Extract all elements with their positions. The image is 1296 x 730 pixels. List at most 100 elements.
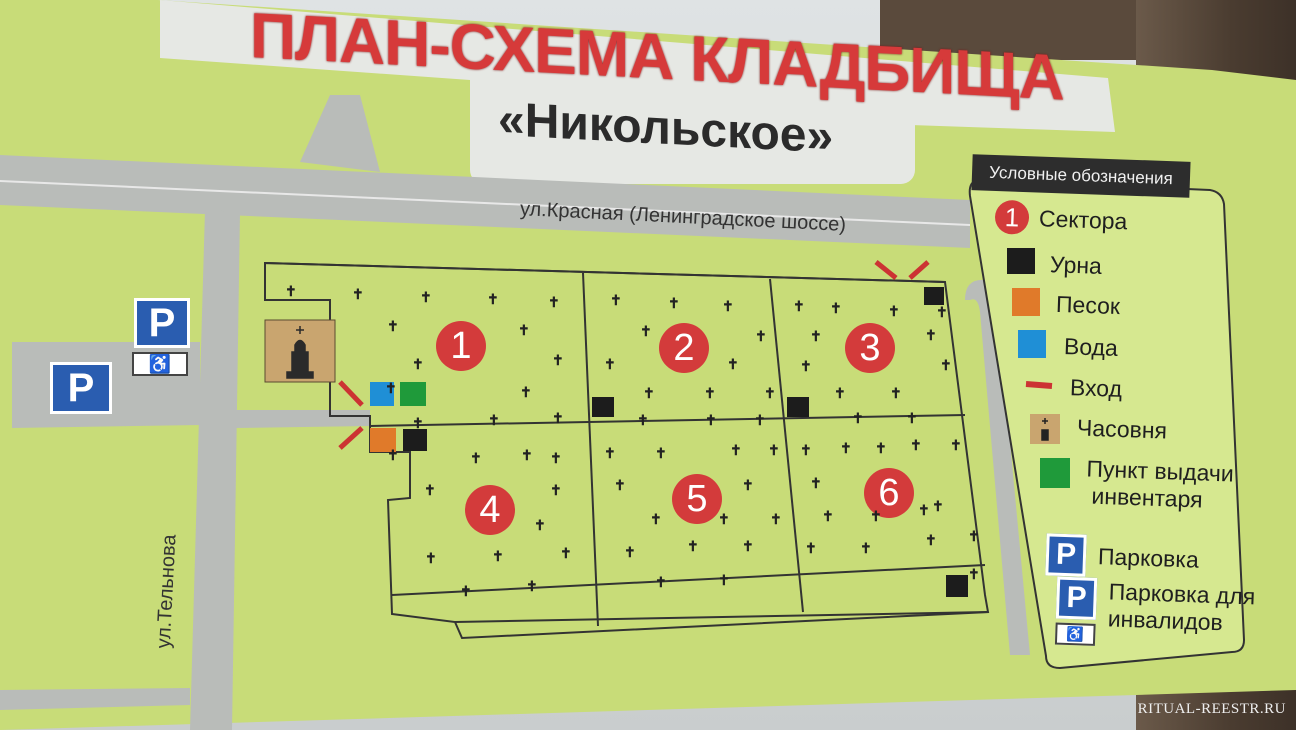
- grave-cross-icon: ✝: [492, 548, 504, 564]
- grave-cross-icon: ✝: [526, 578, 538, 594]
- urn-sector-1: [403, 429, 427, 451]
- watermark: RITUAL-REESTR.RU: [1137, 701, 1286, 717]
- grave-cross-icon: ✝: [534, 517, 546, 533]
- legend-label-parking: Парковка: [1097, 542, 1200, 573]
- grave-cross-icon: ✝: [810, 328, 822, 344]
- grave-cross-icon: ✝: [940, 357, 952, 373]
- grave-cross-icon: ✝: [668, 295, 680, 311]
- grave-cross-icon: ✝: [705, 412, 717, 428]
- grave-cross-icon: ✝: [968, 528, 980, 544]
- road-east: [965, 279, 1030, 655]
- legend-parking-disabled-text: Парковка для инвалидов: [1107, 578, 1255, 637]
- grave-cross-icon: ✝: [936, 304, 948, 320]
- grave-cross-icon: ✝: [655, 445, 667, 461]
- grave-cross-icon: ✝: [487, 291, 499, 307]
- grave-cross-icon: ✝: [518, 322, 530, 338]
- grave-cross-icon: ✝: [425, 550, 437, 566]
- urn-sector-2: [592, 397, 614, 417]
- tree-top: [880, 0, 1160, 60]
- parking-sign-lot: P: [50, 362, 112, 414]
- grave-cross-icon: ✝: [637, 412, 649, 428]
- entrance-west-2: [338, 426, 364, 450]
- grave-cross-icon: ✝: [968, 566, 980, 582]
- legend-sand: Песок: [1056, 291, 1121, 320]
- legend-parking-disabled-icon: P: [1055, 576, 1098, 620]
- road-krasnaya-line: [0, 180, 970, 226]
- sector-5-badge: 5: [672, 474, 722, 524]
- accessible-sign-top: ♿: [132, 352, 188, 376]
- subtitle-panel: [470, 88, 915, 184]
- road-north: [300, 95, 380, 172]
- legend-icon-entrance: [1025, 381, 1053, 389]
- grave-cross-icon: ✝: [655, 574, 667, 590]
- grave-cross-icon: ✝: [552, 410, 564, 426]
- sand-point: [370, 428, 396, 452]
- entrance-east-1: [874, 260, 898, 280]
- legend-chapel: Часовня: [1077, 414, 1168, 444]
- parking-sign-top: P: [134, 298, 190, 348]
- grave-cross-icon: ✝: [488, 412, 500, 428]
- grave-cross-icon: ✝: [764, 385, 776, 401]
- grave-cross-icon: ✝: [730, 442, 742, 458]
- legend-label-entrance: Вход: [1069, 374, 1123, 402]
- grave-cross-icon: ✝: [860, 540, 872, 556]
- grave-cross-icon: ✝: [918, 502, 930, 518]
- grave-cross-icon: ✝: [888, 303, 900, 319]
- grave-cross-icon: ✝: [870, 508, 882, 524]
- grave-cross-icon: ✝: [925, 327, 937, 343]
- grave-cross-icon: ✝: [552, 352, 564, 368]
- grave-cross-icon: ✝: [822, 508, 834, 524]
- sector-3-badge: 3: [845, 323, 895, 373]
- legend-label-sector: Сектора: [1038, 204, 1128, 234]
- grave-cross-icon: ✝: [932, 498, 944, 514]
- grave-cross-icon: ✝: [385, 380, 397, 396]
- grave-cross-icon: ✝: [610, 292, 622, 308]
- legend-parking-icon: P: [1045, 533, 1087, 577]
- grave-cross-icon: ✝: [925, 532, 937, 548]
- road-west: [0, 688, 190, 710]
- legend-urn: Урна: [1050, 251, 1103, 280]
- grave-cross-icon: ✝: [521, 447, 533, 463]
- grave-cross-icon: ✝: [852, 410, 864, 426]
- grave-cross-icon: ✝: [727, 356, 739, 372]
- legend-inventory: Пункт выдачи инвентаря: [1085, 455, 1234, 514]
- grave-cross-icon: ✝: [614, 477, 626, 493]
- grave-cross-icon: ✝: [800, 358, 812, 374]
- sector-4-badge: 4: [465, 485, 515, 535]
- grave-cross-icon: ✝: [906, 410, 918, 426]
- legend-icon-sand: [1012, 288, 1040, 316]
- grave-cross-icon: ✝: [387, 318, 399, 334]
- grave-cross-icon: ✝: [770, 511, 782, 527]
- grave-cross-icon: ✝: [687, 538, 699, 554]
- legend-icon-urn: [1007, 248, 1035, 274]
- grave-cross-icon: ✝: [460, 583, 472, 599]
- grave-cross-icon: ✝: [840, 440, 852, 456]
- sector-6-badge: 6: [864, 468, 914, 518]
- legend-parking-disabled-icon-group: P ♿: [1054, 576, 1098, 648]
- grave-cross-icon: ✝: [285, 283, 297, 299]
- grave-cross-icon: ✝: [424, 482, 436, 498]
- grave-cross-icon: ✝: [830, 300, 842, 316]
- grave-cross-icon: ✝: [834, 385, 846, 401]
- urn-sector-3: [787, 397, 809, 417]
- grave-cross-icon: ✝: [548, 294, 560, 310]
- grave-cross-icon: ✝: [704, 385, 716, 401]
- legend-label-water: Вода: [1063, 333, 1119, 361]
- legend-water: Вода: [1064, 333, 1119, 362]
- grave-cross-icon: ✝: [810, 475, 822, 491]
- grave-cross-icon: ✝: [412, 415, 424, 431]
- entrance-west-1: [338, 380, 364, 407]
- grave-cross-icon: ✝: [755, 328, 767, 344]
- grave-cross-icon: ✝: [412, 356, 424, 372]
- grave-cross-icon: ✝: [768, 442, 780, 458]
- road-inner: [235, 410, 370, 428]
- grave-cross-icon: ✝: [950, 437, 962, 453]
- legend-label-urn: Урна: [1049, 251, 1103, 279]
- chapel-icon: [286, 326, 314, 379]
- grave-cross-icon: ✝: [560, 545, 572, 561]
- legend-label-parking-disabled-line2: инвалидов: [1107, 605, 1224, 636]
- legend-sector-badge: 1: [994, 199, 1030, 235]
- legend-label-chapel: Часовня: [1076, 414, 1168, 444]
- legend-label-inventory-line2: инвентаря: [1091, 482, 1204, 513]
- grave-cross-icon: ✝: [624, 544, 636, 560]
